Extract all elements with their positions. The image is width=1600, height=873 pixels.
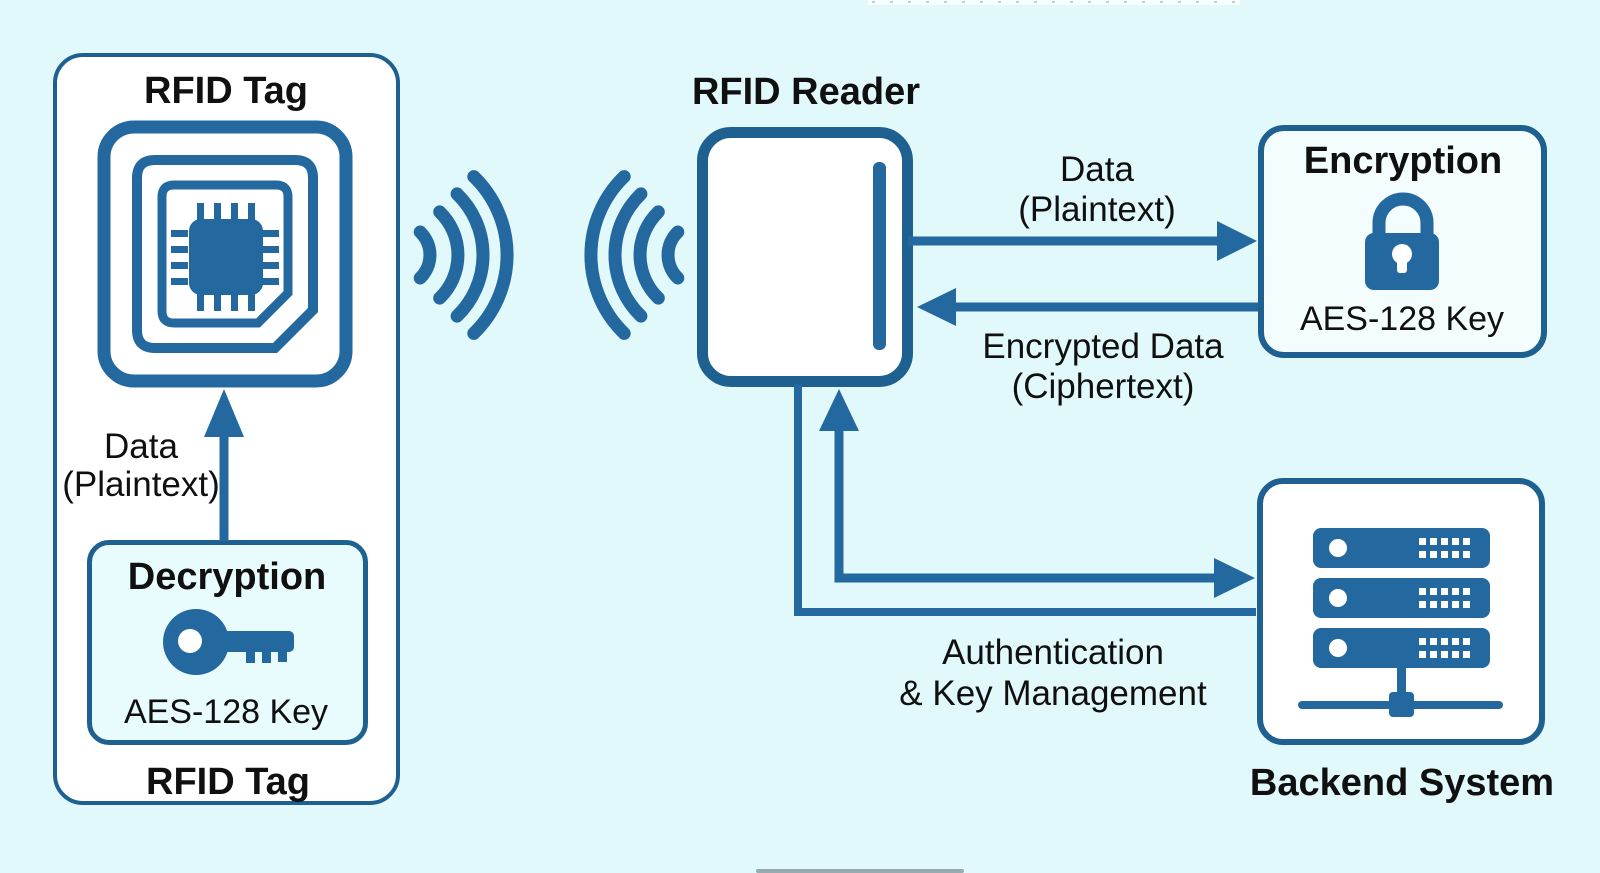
reader-data-plaintext-line2: (Plaintext) (1018, 190, 1176, 229)
tag-data-plaintext-line1: Data (104, 427, 178, 466)
radio-waves-left-icon (413, 170, 514, 340)
auth-key-management-label: Authentication & Key Management (899, 632, 1206, 714)
auth-key-management-line2: & Key Management (899, 674, 1207, 713)
encryption-key-label: AES-128 Key (1299, 300, 1505, 338)
arrow-encryption-to-reader (917, 288, 1258, 326)
auth-key-management-line1: Authentication (942, 633, 1164, 672)
reader-data-plaintext-label: Data (Plaintext) (1018, 150, 1176, 230)
connector-reader-to-backend (794, 384, 1256, 616)
rfid-reader-title: RFID Reader (691, 71, 921, 113)
arrow-auth-key-management (819, 389, 1255, 598)
bottom-edge-artifact (756, 869, 964, 873)
rfid-tag-title: RFID Tag (144, 70, 308, 112)
backend-system-box (1257, 478, 1545, 745)
top-edge-artifact (868, 0, 1240, 5)
rfid-tag-caption: RFID Tag (146, 761, 310, 803)
reader-data-plaintext-line1: Data (1060, 150, 1134, 189)
encryption-title: Encryption (1303, 140, 1503, 182)
encrypted-data-line1: Encrypted Data (982, 327, 1224, 366)
encrypted-data-label: Encrypted Data (Ciphertext) (982, 327, 1223, 407)
decryption-title: Decryption (127, 556, 327, 598)
tag-data-plaintext-line2: (Plaintext) (62, 465, 220, 504)
tag-data-plaintext-label: Data (Plaintext) (62, 428, 220, 504)
decryption-key-label: AES-128 Key (123, 693, 329, 731)
rfid-reader-box (697, 127, 913, 387)
encrypted-data-line2: (Ciphertext) (1011, 367, 1195, 406)
backend-system-title: Backend System (1249, 762, 1555, 804)
radio-waves-right-icon (584, 170, 685, 340)
